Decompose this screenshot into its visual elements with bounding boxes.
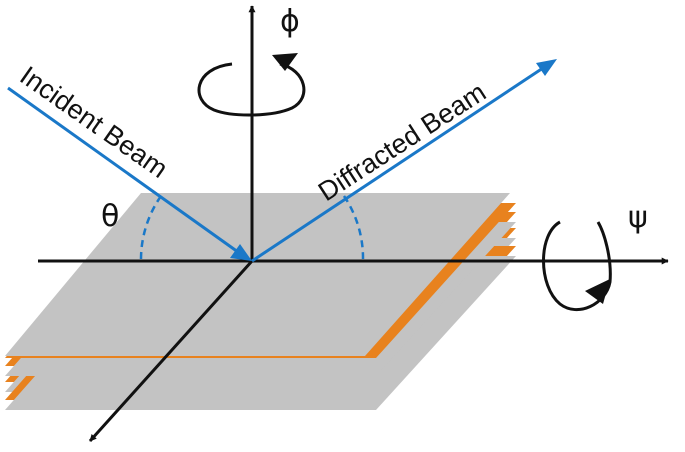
sample-surface xyxy=(5,193,510,356)
sample-plate xyxy=(5,193,516,410)
incident-beam-arrow xyxy=(7,86,239,254)
psi-label: ψ xyxy=(628,200,648,235)
theta-arc-incident xyxy=(139,195,163,260)
incident-beam-arrowhead xyxy=(230,244,252,261)
theta-label: θ xyxy=(101,199,119,234)
phi-rotation-arrow xyxy=(197,53,306,117)
diffracted-beam-label: Diffracted Beam xyxy=(313,77,491,207)
incident-beam-label: Incident Beam xyxy=(15,60,174,184)
depth-axis xyxy=(88,259,254,443)
phi-label: ϕ xyxy=(280,4,300,39)
diffracted-beam-arrow xyxy=(251,66,544,263)
theta-arc-diffracted xyxy=(342,195,365,260)
diffracted-beam-arrowhead xyxy=(536,59,557,76)
psi-rotation-arrow xyxy=(542,220,612,311)
